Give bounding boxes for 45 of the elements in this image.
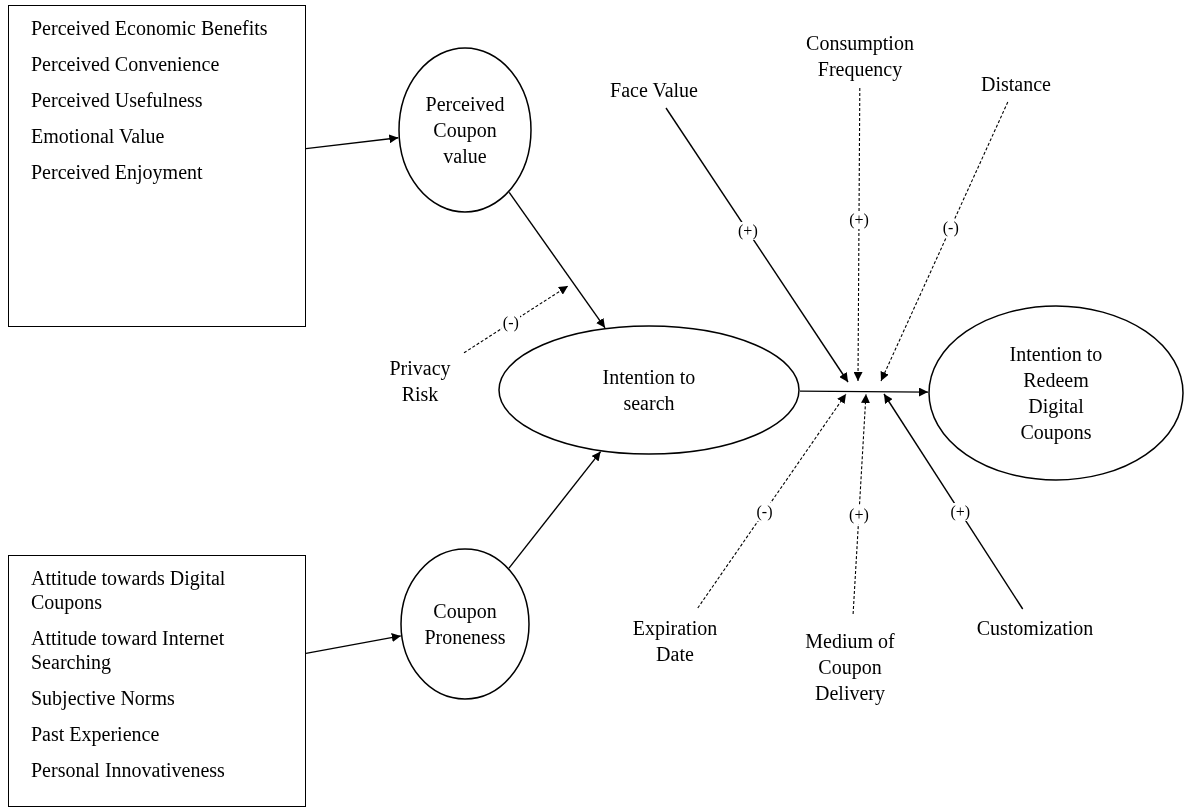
list-item: Attitude towards Digital Coupons xyxy=(31,566,227,614)
arrow xyxy=(508,191,606,329)
construct-ellipse xyxy=(398,47,532,213)
edge-label: (+) xyxy=(848,210,870,229)
moderator-label: Customization xyxy=(960,613,1110,643)
list-item: Emotional Value xyxy=(31,124,166,148)
list-item: Past Experience xyxy=(31,722,161,746)
edge-label: (+) xyxy=(737,222,759,241)
node-label: Intention to Redeem Digital Coupons xyxy=(1008,342,1104,445)
arrow xyxy=(799,387,929,397)
dashed-arrow xyxy=(697,393,847,609)
list-box xyxy=(8,555,306,807)
arrow xyxy=(665,107,849,383)
moderator-label: Expiration Date xyxy=(630,612,720,670)
arrow xyxy=(305,633,402,655)
moderator-label: Privacy Risk xyxy=(380,352,460,410)
edge-label: (+) xyxy=(848,506,870,524)
dashed-arrow xyxy=(852,393,870,615)
dashed-arrow xyxy=(853,87,863,382)
edge-label: (-) xyxy=(501,313,520,332)
list-item: Perceived Enjoyment xyxy=(31,160,204,184)
edge-label: (-) xyxy=(755,502,774,521)
arrow xyxy=(508,450,602,569)
construct-ellipse xyxy=(400,548,530,700)
construct-ellipse xyxy=(928,305,1184,481)
list-item: Subjective Norms xyxy=(31,686,176,710)
moderator-label: Face Value xyxy=(598,76,710,104)
list-item: Perceived Economic Benefits xyxy=(31,16,269,40)
node-label: Perceived Coupon value xyxy=(424,92,506,169)
list-box xyxy=(8,5,306,327)
moderator-label: Medium of Coupon Delivery xyxy=(790,618,910,716)
list-item: Attitude toward Internet Searching xyxy=(31,626,226,674)
moderator-label: Distance xyxy=(970,70,1062,98)
edge-label: (+) xyxy=(949,503,972,522)
dashed-arrow xyxy=(463,285,569,354)
node-label: Coupon Proneness xyxy=(423,599,507,650)
list-item: Personal Innovativeness xyxy=(31,758,226,782)
arrow xyxy=(883,393,1024,610)
list-item: Perceived Usefulness xyxy=(31,88,204,112)
moderator-label: Consumption Frequency xyxy=(785,28,935,84)
node-label: Intention to search xyxy=(601,365,697,416)
dashed-arrow xyxy=(880,101,1009,382)
arrow xyxy=(305,134,399,150)
edge-label: (-) xyxy=(941,218,960,237)
list-item: Perceived Convenience xyxy=(31,52,221,76)
